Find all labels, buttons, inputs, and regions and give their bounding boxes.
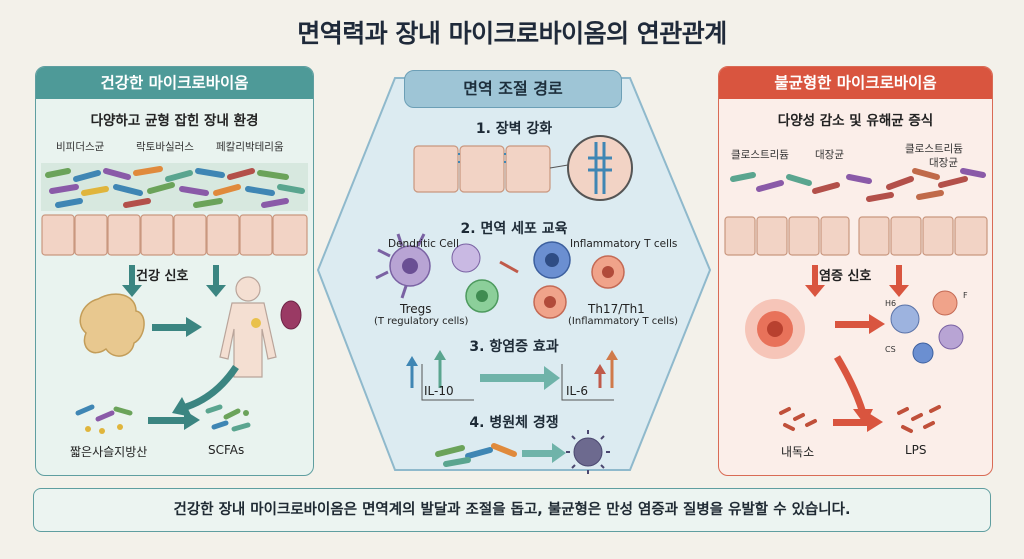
arrow-to-body <box>152 317 202 337</box>
thymus-organ <box>79 293 145 357</box>
imbalanced-panel: 불균형한 마이크로바이옴 다양성 감소 및 유해균 증식 클로스트리듐 대장균 … <box>718 66 993 476</box>
step-barrier: 1. 장벽 강화 <box>475 121 553 137</box>
il6-label: IL-6 <box>566 384 588 398</box>
label-ecoli-2: 대장균 <box>929 157 958 169</box>
label-ecoli-1: 대장균 <box>815 149 844 161</box>
inflamed-tissue <box>745 299 805 359</box>
healthy-panel: 건강한 마이크로바이옴 다양하고 균형 잡힌 장내 환경 비피더스균 락토바실러… <box>35 66 314 476</box>
label-faecalibacterium: 페칼리박테리움 <box>216 141 284 153</box>
inflammatory-t-label: Inflammatory T cells <box>570 238 678 250</box>
competing-bacteria <box>435 443 517 467</box>
label-lactobacillus: 락토바실러스 <box>136 141 194 153</box>
tight-junction-zoom <box>567 135 633 201</box>
healthy-epithelium <box>41 214 308 256</box>
center-illustration <box>375 135 633 474</box>
lps-label: LPS <box>905 443 927 457</box>
imbalanced-epithelium <box>724 216 988 256</box>
tregs-full-label: (T regulatory cells) <box>374 316 469 327</box>
arrow-to-scfa <box>148 410 200 430</box>
scfa-source-label: 짧은사슬지방산 <box>70 445 148 459</box>
scfa-label: SCFAs <box>208 443 245 457</box>
activated-immune-cells <box>890 290 964 364</box>
tiny-label-h6: H6 <box>885 299 897 308</box>
label-clostridium-1: 클로스트리듐 <box>731 149 789 161</box>
signal-arrows <box>122 265 226 297</box>
human-body <box>219 276 277 378</box>
inflammation-arrows <box>805 265 909 297</box>
il-transition-arrow <box>480 366 560 390</box>
arrow-down-curve <box>833 355 867 415</box>
step-education: 2. 면역 세포 교육 <box>460 221 568 237</box>
il10-up-arrows <box>406 350 446 388</box>
inflammation-signal-label: 염증 신호 <box>819 269 872 284</box>
arrow-to-lps <box>833 412 883 432</box>
il10-label: IL-10 <box>424 384 454 398</box>
arrow-curve <box>184 365 239 411</box>
tiny-label-cs: CS <box>885 345 896 354</box>
healthy-bacteria-layer <box>41 163 308 211</box>
imbalanced-gut-illustration <box>724 168 988 433</box>
page-title: 면역력과 장내 마이크로바이옴의 연관관계 <box>297 19 727 48</box>
spleen-organ <box>280 300 302 330</box>
summary-footer: 건강한 장내 마이크로바이옴은 면역계의 발달과 조절을 돕고, 불균형은 만성… <box>33 488 991 532</box>
th-full-label: (Inflammatory T cells) <box>568 316 679 327</box>
t-cell-small <box>451 243 481 273</box>
endotoxin-particles <box>779 407 817 431</box>
endotoxin-label: 내독소 <box>781 445 815 459</box>
barrier-cells <box>413 145 551 193</box>
healthy-header: 건강한 마이크로바이옴 <box>36 67 313 99</box>
dendritic-cell-label: Dendritic Cell <box>388 238 459 250</box>
imbalanced-subtitle: 다양성 감소 및 유해균 증식 <box>777 113 934 129</box>
arrow-to-immune <box>835 314 885 334</box>
tregs-label: Tregs <box>400 302 432 316</box>
th-label: Th17/Th1 <box>588 302 645 316</box>
center-header: 면역 조절 경로 <box>404 70 622 108</box>
dendritic-cell <box>375 233 431 299</box>
step-antiinflammatory: 3. 항염증 효과 <box>469 339 559 355</box>
pathogen-virus <box>566 430 610 474</box>
scfa-particles <box>205 404 251 432</box>
il6-arrows <box>594 350 618 388</box>
imbalanced-header: 불균형한 마이크로바이옴 <box>719 67 992 99</box>
label-clostridium-2: 클로스트리듐 <box>905 143 963 155</box>
healthy-signal-label: 건강 신호 <box>136 269 189 284</box>
healthy-subtitle: 다양하고 균형 잡힌 장내 환경 <box>90 113 259 129</box>
step-pathogen: 4. 병원체 경쟁 <box>469 415 559 431</box>
scfa-source-bacteria <box>75 404 133 434</box>
lps-particles <box>897 405 941 433</box>
tiny-label-f: F <box>963 291 968 300</box>
healthy-gut-illustration <box>41 163 308 434</box>
label-bifidobacterium: 비피더스균 <box>56 141 105 153</box>
imbalanced-bacteria-layer <box>730 168 986 202</box>
center-panel: 1. 장벽 강화 2. 면역 세포 교육 3. 항염증 효과 4. 병원체 경쟁 <box>318 58 710 478</box>
